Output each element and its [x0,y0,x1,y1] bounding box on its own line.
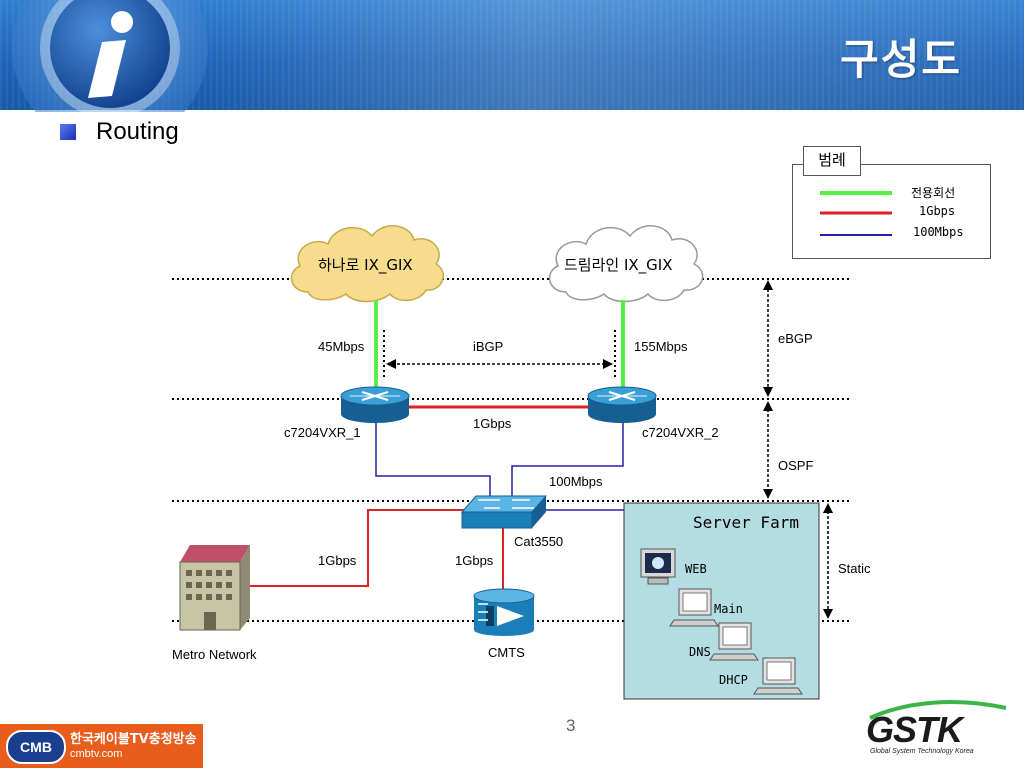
cloud-dreamline-label: 드림라인 IX_GIX [564,256,673,274]
ospf-arrow-bottom [763,489,773,499]
metro-building-icon [179,545,250,631]
cmts-link-label: 1Gbps [455,553,494,568]
legend-label-1gbps: 1Gbps [919,204,956,218]
switch-label: Cat3550 [514,534,564,549]
router2-label: c7204VXR_2 [642,425,719,440]
metro-link-label: 1Gbps [318,553,357,568]
dhcp-server-icon [753,657,803,695]
cmts-icon [473,588,535,636]
cmts-label: CMTS [488,645,525,660]
router2-switch-link [511,420,624,498]
static-arrow-top [823,503,833,513]
switch-icon [460,495,548,529]
main-server-icon [669,588,719,627]
static-label: Static [838,561,871,576]
ebgp-label: eBGP [778,331,813,346]
server-farm-title: Server Farm [693,513,799,532]
page-number: 3 [566,716,576,735]
header-highlight [200,0,1024,110]
web-server-label: WEB [685,562,707,576]
cmb-badge: CMB [6,730,66,764]
main-server-label: Main [714,602,743,616]
slide-title: 구성도 [840,35,962,84]
dhcp-server-label: DHCP [719,673,748,687]
cmb-name: 한국케이블TV충청방송 [70,732,197,747]
metro-label: Metro Network [172,647,257,662]
dns-server-label: DNS [689,645,711,659]
legend-label-leased: 전용회선 [911,186,956,200]
cloud-hanaro-label: 하나로 IX_GIX [318,256,413,274]
ibgp-label: iBGP [473,339,504,354]
right-uplink-label: 155Mbps [634,339,688,354]
legend-label-100mbps: 100Mbps [913,225,964,239]
ebgp-arrow-bottom [763,387,773,397]
legend-title: 범례 [803,146,861,176]
left-uplink-label: 45Mbps [318,339,365,354]
gstk-swoosh-icon [869,700,1007,720]
gstk-tagline: Global System Technology Korea [870,748,974,755]
metro-link [250,509,466,587]
cloud-hanaro [290,225,444,303]
ospf-label: OSPF [778,458,814,473]
router1-switch-link [375,420,491,498]
gstk-logo: GSTK [866,709,963,750]
bullet-marker [60,124,76,140]
ibgp-arrow-left [386,359,396,369]
router-link-label: 1Gbps [473,416,512,431]
cmb-logo: CMB 한국케이블TV충청방송 cmbtv.com [0,724,203,768]
web-server-icon [640,548,676,585]
ebgp-arrow-top [763,280,773,290]
router1-label: c7204VXR_1 [284,425,361,440]
cmb-url: cmbtv.com [70,748,123,760]
ibgp-arrow-right [603,359,613,369]
router1-icon [340,386,410,423]
static-arrow-bottom [823,609,833,619]
bullet-heading: Routing [96,118,179,145]
info-logo-icon [12,0,208,112]
switch-link-label: 100Mbps [549,474,603,489]
ospf-arrow-top [763,401,773,411]
dns-server-icon [709,622,759,661]
router2-icon [587,386,657,423]
